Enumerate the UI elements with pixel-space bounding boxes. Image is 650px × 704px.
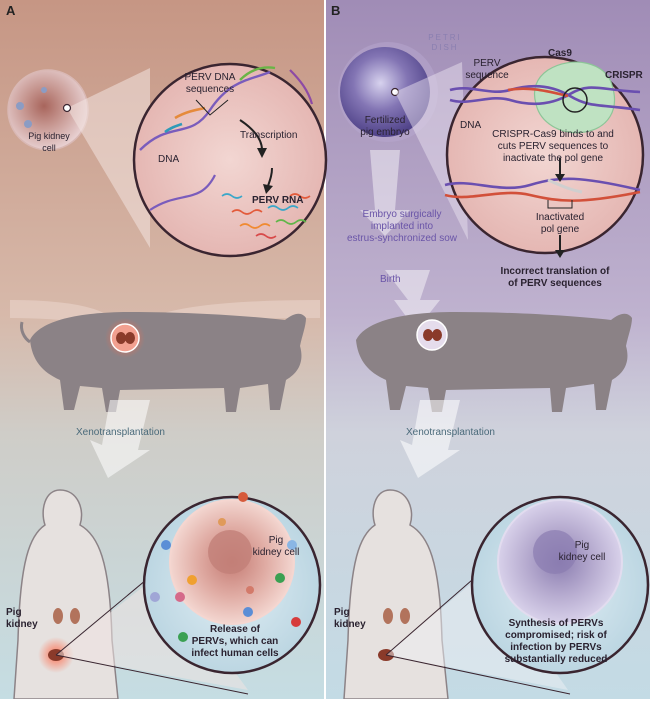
- panel-b-letter: B: [331, 3, 341, 18]
- incorrect-translation-label: Incorrect translation of of PERV sequenc…: [500, 266, 610, 289]
- xenotransplantation-label-b: Xenotransplantation: [406, 427, 495, 438]
- release-perv-label: Release of PERVs, which can infect human…: [191, 624, 279, 659]
- pig-kidney-label-b: Pig kidney: [334, 607, 366, 630]
- cas9-label: Cas9: [548, 48, 572, 59]
- pig-silhouette-a: [20, 312, 306, 412]
- pig-kidney-cell-label: Pig kidney cell: [28, 131, 70, 153]
- pig-kidney-cell-label-a: Pig kidney cell: [252, 535, 300, 558]
- perv-rna-label: PERV RNA: [252, 195, 304, 206]
- inactivated-pol-label: Inactivated pol gene: [535, 212, 585, 235]
- birth-label: Birth: [380, 274, 401, 285]
- pig-kidney-label-a: Pig kidney: [6, 607, 38, 630]
- synthesis-label: Synthesis of PERVs compromised; risk of …: [504, 618, 608, 665]
- perv-dna-sequences-label: PERV DNA sequences: [184, 72, 236, 95]
- petri-dish-label: PETRI DISH: [428, 33, 462, 52]
- fertilized-embryo-label: Fertilized pig embryo: [360, 115, 410, 138]
- crispr-description-label: CRISPR-Cas9 binds to and cuts PERV seque…: [492, 129, 614, 164]
- dna-label-a: DNA: [158, 154, 180, 165]
- embryo-implanted-label: Embryo surgically implanted into estrus-…: [346, 209, 458, 244]
- xenotransplantation-label-a: Xenotransplantation: [76, 427, 165, 438]
- dna-label-b: DNA: [460, 120, 482, 131]
- crispr-label: CRISPR: [605, 70, 643, 81]
- perv-sequence-label: PERV sequence: [465, 58, 509, 81]
- perv-particles: [150, 492, 301, 642]
- transcription-label: Transcription: [240, 130, 298, 141]
- panel-a-letter: A: [6, 3, 16, 18]
- pig-kidney-cell-label-b: Pig kidney cell: [558, 540, 606, 563]
